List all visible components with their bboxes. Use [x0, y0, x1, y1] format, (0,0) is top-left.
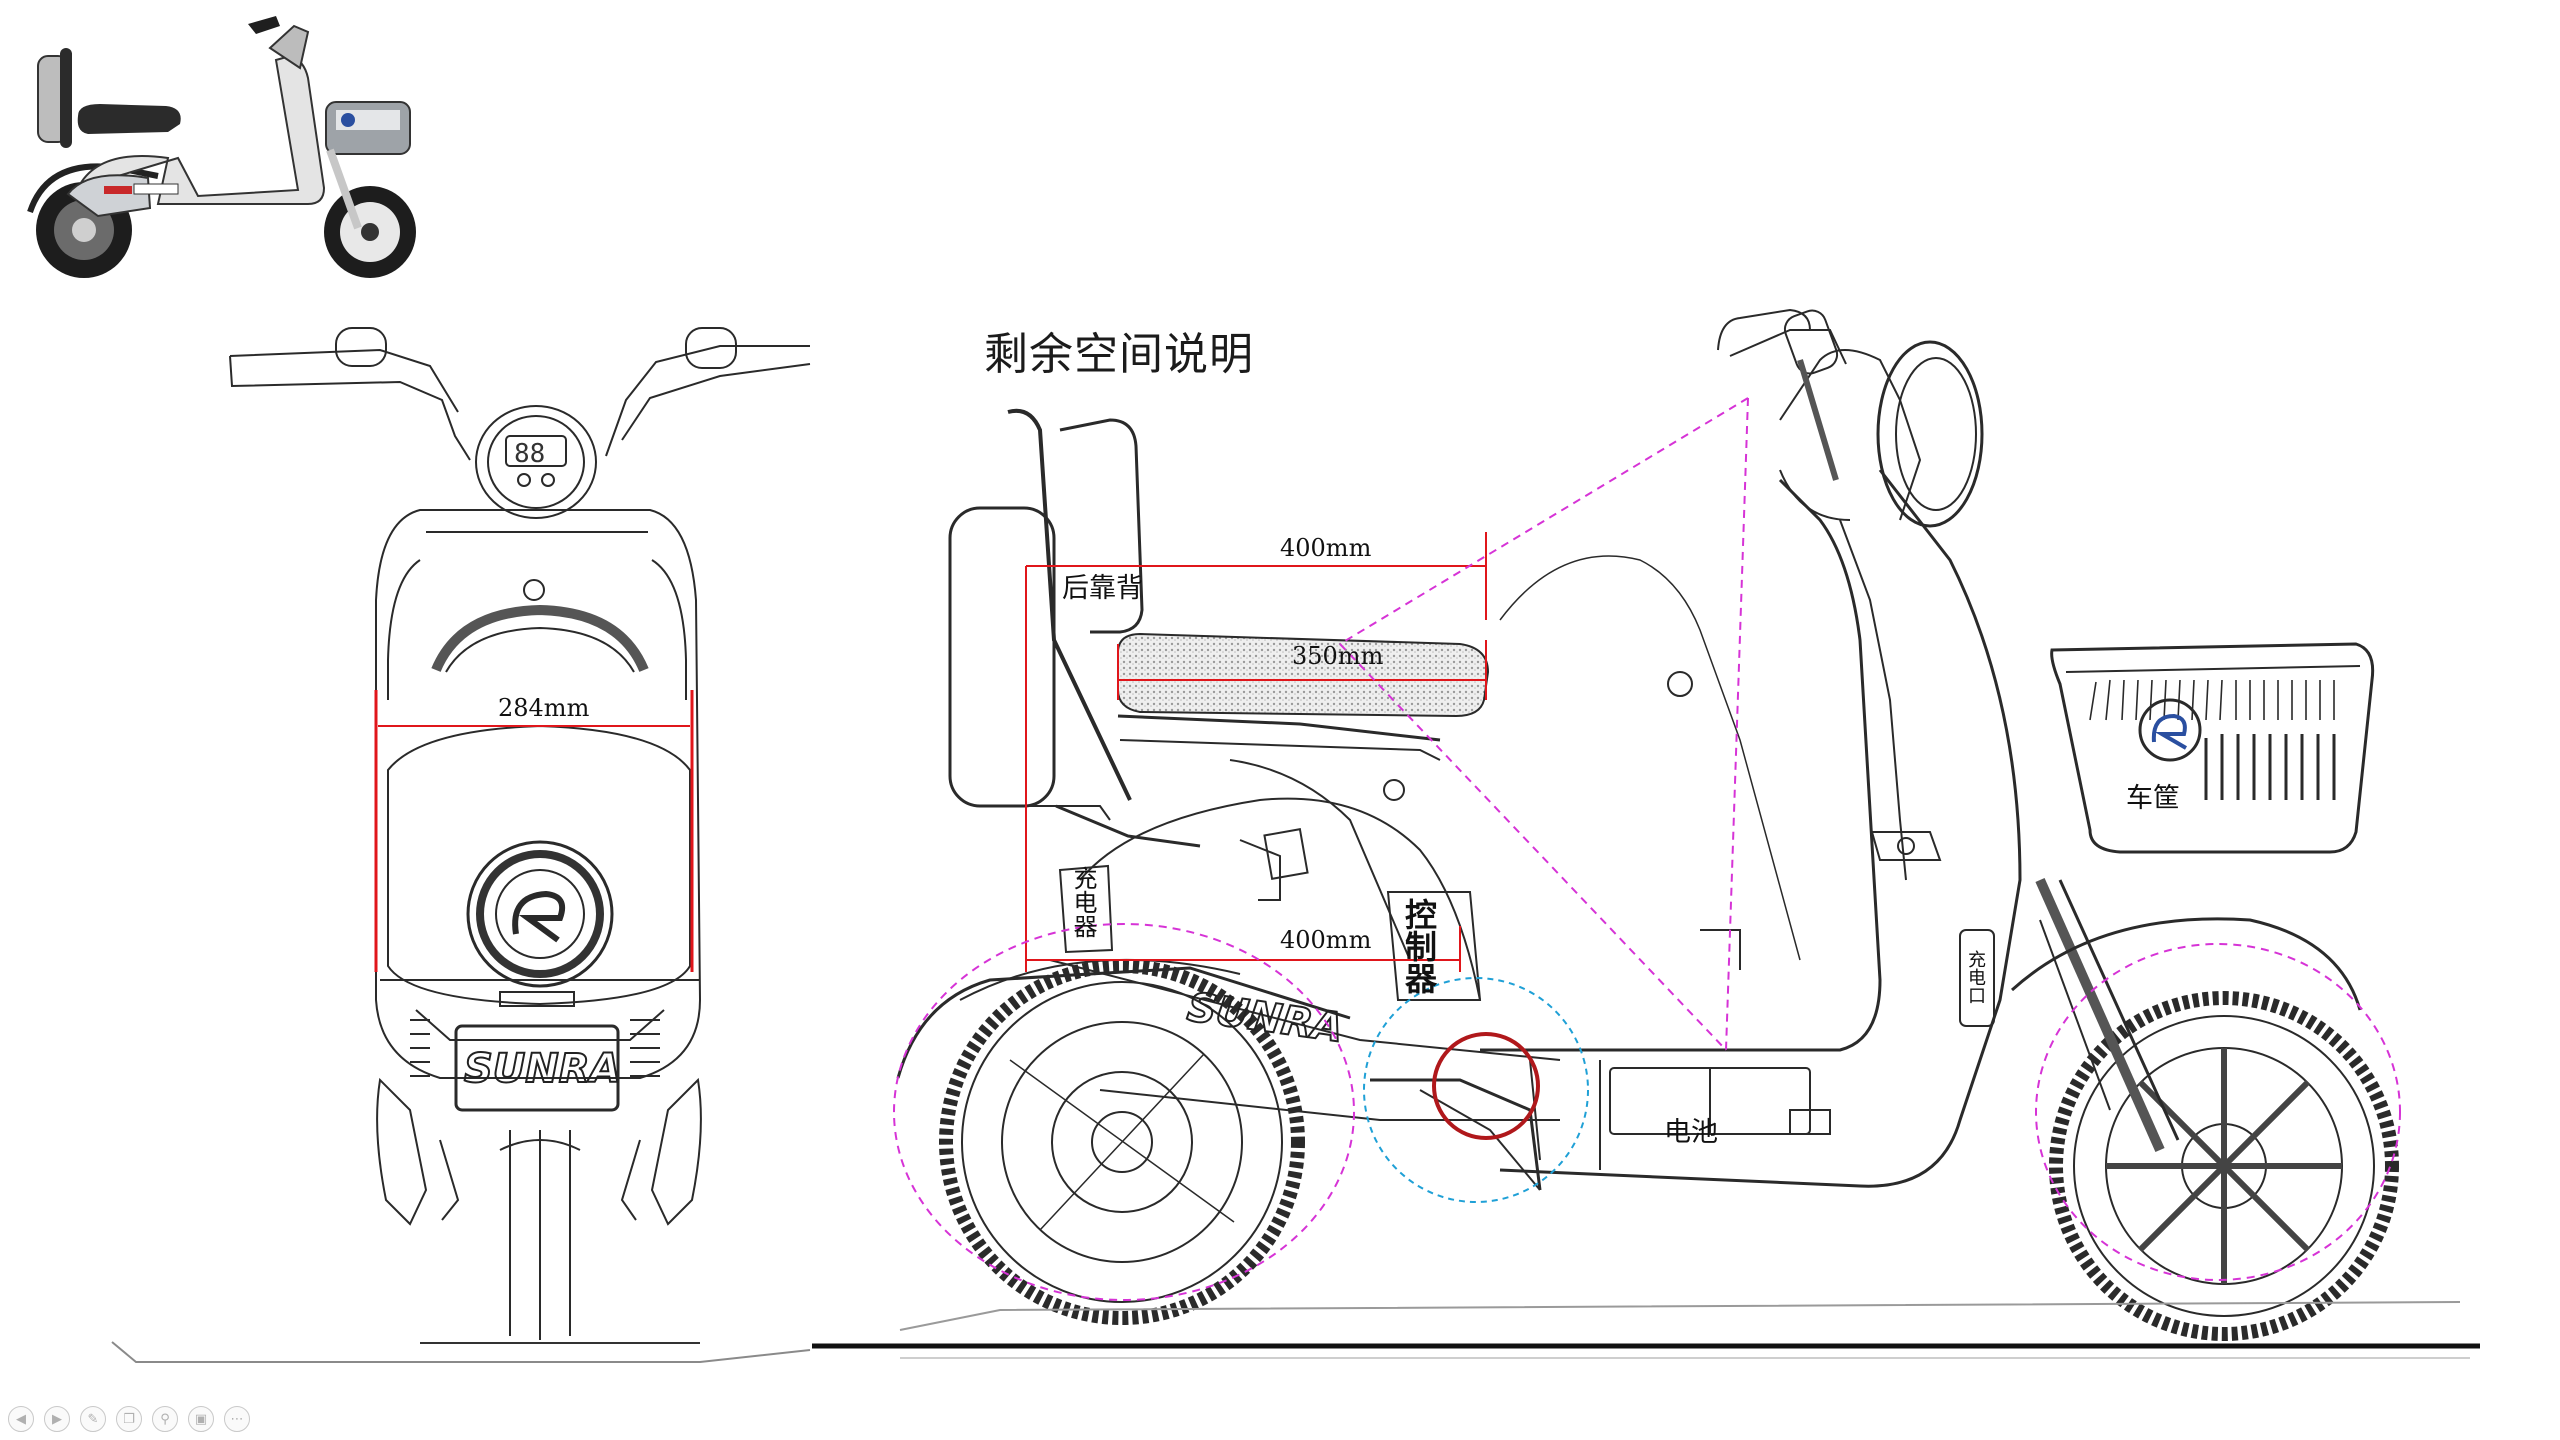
- diagonal-guides: [893, 397, 2401, 1301]
- prev-icon[interactable]: ◀: [8, 1406, 34, 1432]
- controller-label: 控制器: [1400, 898, 1438, 994]
- seat-cushion: [1117, 632, 1490, 718]
- next-icon[interactable]: ▶: [44, 1406, 70, 1432]
- side-dimension-lines: [1025, 532, 1540, 1140]
- slideshow-toolbar: ◀ ▶ ✎ ❐ ⚲ ▣ ⋯: [8, 1406, 250, 1432]
- front-width-dimension: [374, 690, 694, 972]
- charge-port-label: 充电口: [1965, 950, 1986, 1004]
- zoom-icon[interactable]: ⚲: [152, 1406, 178, 1432]
- page-title: 剩余空间说明: [984, 329, 1254, 380]
- basket-label: 车筐: [2126, 783, 2180, 814]
- side-brand-text: SUNRA: [1185, 984, 1346, 1051]
- crank-clearance-circle: [1363, 977, 1589, 1203]
- pen-icon[interactable]: ✎: [80, 1406, 106, 1432]
- more-icon[interactable]: ⋯: [224, 1406, 250, 1432]
- lower-length-label: 400mm: [1280, 926, 1372, 954]
- thumbnail-scooter-image: [8, 8, 442, 290]
- battery-label: 电池: [1664, 1117, 1718, 1148]
- side-view-drawing: [896, 308, 2399, 1341]
- front-brand-text: SUNRA: [464, 1046, 621, 1092]
- display-digits: 88: [514, 439, 545, 469]
- front-view-drawing: 88 SUNRA: [229, 327, 811, 1340]
- charger-label: 充电器: [1069, 866, 1097, 938]
- seat-length-top-label: 400mm: [1280, 534, 1372, 562]
- copy-icon[interactable]: ❐: [116, 1406, 142, 1432]
- front-width-label: 284mm: [498, 694, 590, 722]
- screen-icon[interactable]: ▣: [188, 1406, 214, 1432]
- seat-cushion-length-label: 350mm: [1292, 642, 1384, 670]
- backrest-label: 后靠背: [1062, 573, 1143, 604]
